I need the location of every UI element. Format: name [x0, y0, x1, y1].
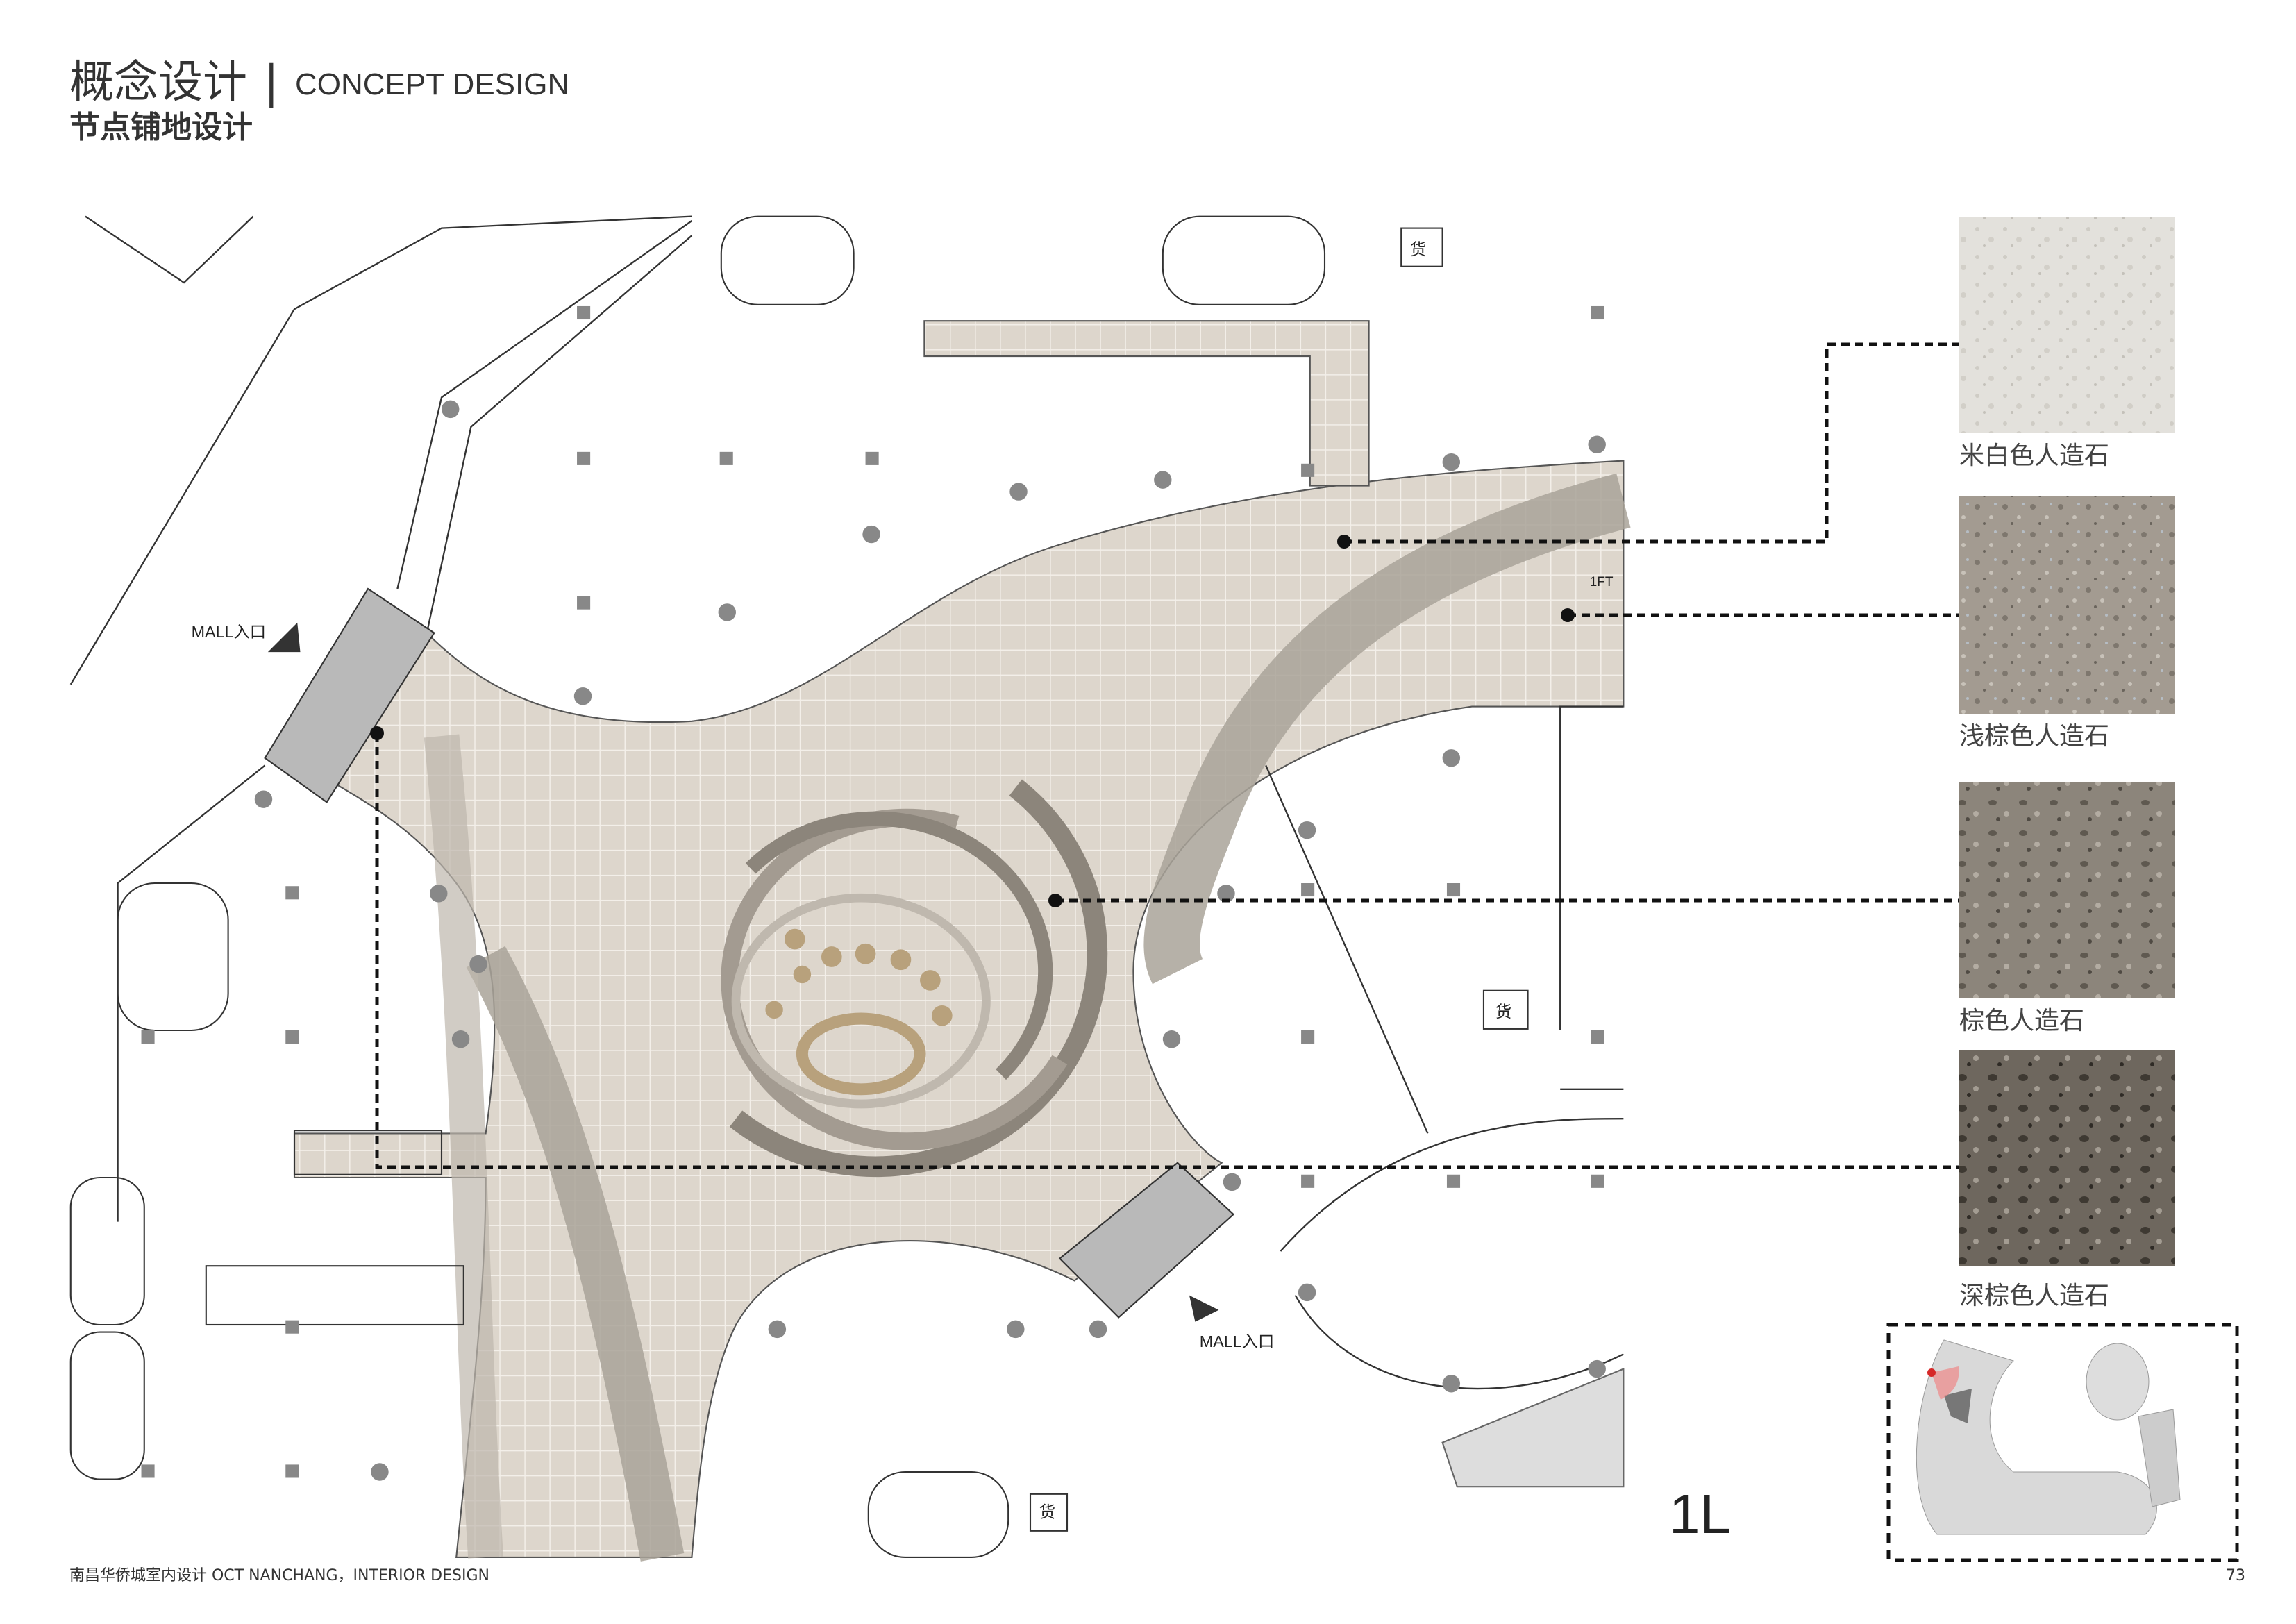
svg-text:货: 货 — [1039, 1503, 1055, 1521]
central-feature-ring — [796, 1012, 926, 1096]
entrance-arrow-bottom — [1189, 1295, 1219, 1322]
swatch-label: 棕色人造石 — [1959, 1007, 2084, 1035]
floor-plan: 货 货 货 MALL入口 MALL入口 1FT — [69, 215, 1631, 1562]
swatch-label: 深棕色人造石 — [1959, 1282, 2109, 1310]
swatch-beige-white — [1959, 217, 2175, 433]
ft-label: 1FT — [1590, 575, 1614, 589]
shop-walls — [1265, 705, 1624, 1390]
swatch-dark-brown — [1959, 1050, 2175, 1266]
material-swatches: 米白色人造石 浅棕色人造石 棕色人造石 深棕色人造石 — [1959, 217, 2175, 1310]
swirl-rings — [721, 779, 1108, 1178]
floor-label: 1L — [1669, 1483, 1731, 1545]
swatch-label: 米白色人造石 — [1959, 442, 2109, 470]
svg-text:货: 货 — [1495, 1003, 1511, 1021]
leader-lines — [370, 342, 1959, 1169]
stone-band-upper — [1143, 473, 1631, 985]
swatch-light-brown — [1959, 496, 2175, 714]
planter-ring — [765, 928, 953, 1026]
entrance-arrow-left — [267, 622, 301, 653]
columns — [141, 305, 1606, 1481]
title-en: CONCEPT DESIGN — [295, 67, 569, 101]
svg-text:货: 货 — [1410, 240, 1426, 258]
stone-band-lower — [466, 946, 685, 1562]
corridor-paving — [923, 320, 1370, 487]
stone-band-left — [424, 734, 503, 1559]
entrance-bottom — [1058, 1162, 1235, 1319]
swatch-brown — [1959, 782, 2175, 998]
header: 概念设计 | CONCEPT DESIGN 节点铺地设计 — [69, 57, 569, 145]
entrance-label-left: MALL入口 — [192, 623, 267, 641]
footer-project: 南昌华侨城室内设计 OCT NANCHANG，INTERIOR DESIGN — [69, 1567, 489, 1584]
facade-wall — [396, 220, 693, 633]
entrance-label-bottom: MALL入口 — [1200, 1332, 1275, 1350]
escalators — [69, 215, 1326, 1559]
subtitle: 节点铺地设计 — [69, 110, 253, 145]
swatch-label: 浅棕色人造石 — [1959, 722, 2109, 751]
page-number: 73 — [2226, 1567, 2245, 1584]
title-separator: | — [264, 57, 279, 108]
view-cone — [1932, 1366, 1959, 1400]
ramp — [1441, 1368, 1625, 1488]
title-cn: 概念设计 — [69, 57, 247, 108]
site-boundary — [69, 215, 692, 1222]
key-plan — [1886, 1323, 2239, 1562]
location-marker — [1927, 1368, 1936, 1377]
cargo-lift-tags: 货 货 货 — [1029, 227, 1529, 1532]
entrance-left — [264, 587, 435, 803]
